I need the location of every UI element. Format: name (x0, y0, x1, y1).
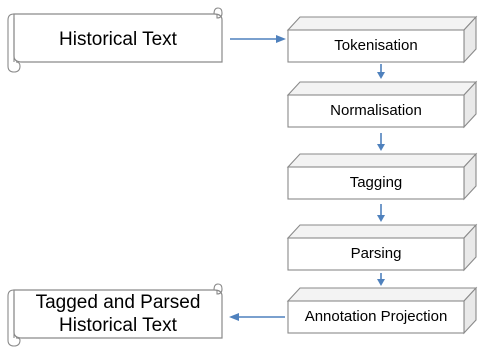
arrow-parsing-to-annotation-projection (377, 273, 385, 286)
step-label: Tokenisation (334, 37, 417, 54)
pipeline-step-normalisation: Normalisation (286, 80, 478, 129)
arrow-normalisation-to-tagging (377, 133, 385, 151)
pipeline-step-tagging: Tagging (286, 152, 478, 201)
pipeline-step-parsing: Parsing (286, 223, 478, 272)
input-document-scroll: Historical Text (7, 7, 223, 73)
arrow-head (377, 144, 385, 151)
step-box-top (286, 16, 478, 31)
arrow-annotation-projection-to-output (229, 313, 285, 321)
output-document-label-line1: Tagged and Parsed (36, 292, 201, 313)
output-document-label-line2: Historical Text (59, 315, 178, 336)
input-scroll-left-curl (7, 13, 21, 73)
arrow-head (377, 215, 385, 222)
step-box-front (287, 94, 465, 128)
pipeline-step-annotation-projection: Annotation Projection (286, 286, 478, 335)
step-box-top (286, 224, 478, 239)
arrow-head (229, 313, 239, 321)
pipeline-step-tokenisation: Tokenisation (286, 15, 478, 64)
input-document-label: Historical Text (59, 29, 178, 50)
output-document-scroll: Tagged and Parsed Historical Text (7, 283, 223, 347)
arrow-tagging-to-parsing (377, 204, 385, 222)
step-box-top (286, 81, 478, 96)
step-label: Annotation Projection (305, 308, 448, 325)
step-box-front (287, 300, 465, 334)
step-box-front (287, 237, 465, 271)
arrow-head (377, 72, 385, 79)
step-box-top (286, 153, 478, 168)
output-scroll-left-curl (7, 289, 21, 347)
arrow-tokenisation-to-normalisation (377, 64, 385, 79)
step-label: Parsing (351, 245, 402, 262)
step-box-front (287, 166, 465, 200)
arrow-head (377, 279, 385, 286)
step-box-front (287, 29, 465, 63)
arrow-head (276, 35, 286, 43)
output-scroll-right-curl (213, 283, 223, 295)
step-box-top (286, 287, 478, 302)
input-scroll-right-curl (213, 7, 223, 19)
step-label: Normalisation (330, 102, 422, 119)
arrow-input-to-tokenisation (230, 35, 286, 43)
step-label: Tagging (350, 174, 403, 191)
